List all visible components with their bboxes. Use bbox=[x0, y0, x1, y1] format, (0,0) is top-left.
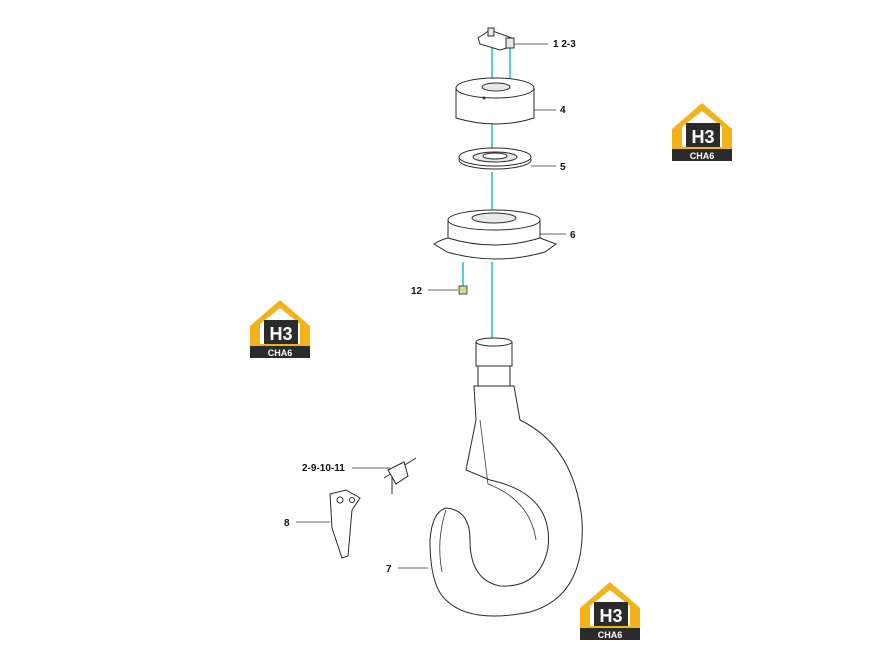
watermark-mark: H3 bbox=[269, 324, 292, 344]
watermark-caption: CHA6 bbox=[268, 348, 293, 358]
part-retaining-bar bbox=[477, 27, 548, 51]
part-nut bbox=[455, 77, 556, 125]
part-flange-housing bbox=[433, 209, 566, 260]
watermark-caption: CHA6 bbox=[598, 630, 623, 640]
callout-7: 7 bbox=[386, 564, 392, 575]
part-hook bbox=[398, 337, 583, 617]
callout-6: 6 bbox=[570, 230, 576, 241]
callout-12: 12 bbox=[411, 286, 423, 297]
part-thrust-bearing bbox=[458, 147, 556, 170]
watermark-mark: H3 bbox=[599, 606, 622, 626]
callout-1-2-3: 1 2-3 bbox=[553, 39, 576, 50]
callout-5: 5 bbox=[560, 162, 566, 173]
part-safety-latch bbox=[296, 489, 361, 559]
watermark-caption: CHA6 bbox=[690, 151, 715, 161]
callout-4: 4 bbox=[560, 105, 566, 116]
part-pin-spring bbox=[352, 457, 417, 494]
watermark-mark: H3 bbox=[691, 127, 714, 147]
callout-8: 8 bbox=[284, 518, 290, 529]
watermark-logo-middle-left: H3 CHA6 bbox=[250, 300, 310, 358]
callout-2-9-10-11: 2-9-10-11 bbox=[302, 463, 345, 474]
watermark-logo-bottom-center: H3 CHA6 bbox=[580, 582, 640, 640]
watermark-logo-top-right: H3 CHA6 bbox=[672, 103, 732, 161]
part-grease-nipple bbox=[428, 285, 468, 295]
